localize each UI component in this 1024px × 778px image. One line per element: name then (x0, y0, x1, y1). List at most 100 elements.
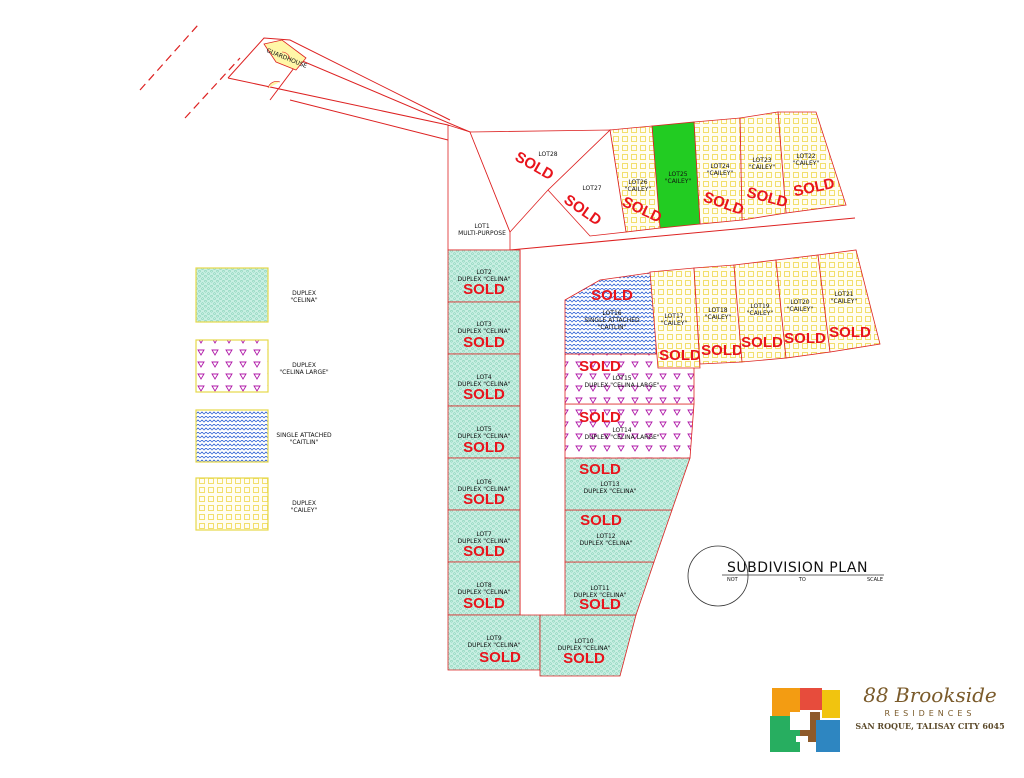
lot-label: LOT7 (476, 531, 492, 538)
legend-label: SINGLE ATTACHED (276, 432, 332, 439)
lot-label: "CAITLIN" (598, 324, 627, 331)
sold-marker: SOLD (701, 342, 743, 359)
lot-24: LOT24"CAILEY"SOLD (693, 117, 746, 225)
lot-label: DUPLEX "CELINA" (574, 592, 627, 599)
lot-label: LOT6 (476, 479, 492, 486)
legend-label: "CELINA" (290, 297, 317, 304)
lot-label: "CAILEY" (661, 320, 688, 327)
lot-parcel (469, 129, 612, 233)
lot-label: LOT4 (476, 374, 492, 381)
lot-23: LOT23"CAILEY"SOLD (739, 111, 790, 221)
lot-label: LOT14 (612, 427, 631, 434)
sold-marker: SOLD (463, 386, 505, 403)
legend-label: DUPLEX (292, 362, 316, 369)
lot-20: LOT20"CAILEY"SOLD (775, 254, 831, 359)
lot-label: "CAILEY" (747, 310, 774, 317)
lot-label: DUPLEX "CELINA" (584, 488, 637, 495)
legend-label: "CAITLIN" (290, 439, 319, 446)
lot-label: LOT12 (596, 533, 615, 540)
lot-label: DUPLEX "CELINA LARGE" (584, 382, 659, 389)
lot-label: LOT19 (750, 303, 769, 310)
legend-swatch-cailey (195, 477, 269, 531)
lot-label: LOT24 (710, 163, 729, 170)
lot-25: LOT25"CAILEY" (651, 121, 701, 229)
sold-marker: SOLD (579, 461, 621, 478)
lot-parcel (649, 267, 701, 369)
lot-label: MULTI-PURPOSE (458, 230, 506, 237)
lot-label: LOT11 (590, 585, 609, 592)
legend: DUPLEX"CELINA"DUPLEX"CELINA LARGE"SINGLE… (195, 267, 332, 531)
brand-logo (770, 688, 840, 752)
sold-marker: SOLD (463, 543, 505, 560)
lot-label: LOT2 (476, 269, 492, 276)
lot-label: LOT16 (602, 310, 621, 317)
lot-label: DUPLEX "CELINA" (580, 540, 633, 547)
sold-marker: SOLD (579, 358, 621, 375)
sold-marker: SOLD (580, 512, 622, 529)
lot-label: DUPLEX "CELINA" (458, 328, 511, 335)
lot-label: DUPLEX "CELINA" (558, 645, 611, 652)
lot-label: LOT22 (796, 153, 815, 160)
sold-marker: SOLD (829, 324, 871, 341)
sold-marker: SOLD (563, 650, 605, 667)
scale-word-not: NOT (727, 577, 738, 583)
lot-label: LOT3 (476, 321, 492, 328)
legend-label: DUPLEX (292, 290, 316, 297)
scale-word-to: TO (798, 577, 806, 583)
lot-label: LOT25 (668, 171, 687, 178)
lot-label: LOT8 (476, 582, 492, 589)
legend-swatch-caitlin (195, 409, 269, 463)
legend-label: "CELINA LARGE" (279, 369, 329, 376)
plan-title: SUBDIVISION PLAN (727, 560, 868, 576)
lot-label: "CAILEY" (625, 186, 652, 193)
lot-label: DUPLEX "CELINA" (458, 589, 511, 596)
sold-marker: SOLD (579, 409, 621, 426)
lot-label: DUPLEX "CELINA" (468, 642, 521, 649)
lot-17: LOT17"CAILEY"SOLD (649, 267, 701, 369)
sold-marker: SOLD (741, 334, 783, 351)
lot-label: LOT23 (752, 157, 771, 164)
lot-label: LOT10 (574, 638, 593, 645)
entrance-road (139, 24, 471, 141)
lot-label: "CAILEY" (705, 314, 732, 321)
lot-21: LOT21"CAILEY"SOLD (817, 249, 881, 353)
title-circle (687, 545, 749, 607)
lot-label: LOT9 (486, 635, 502, 642)
brand-subtitle: RESIDENCES (884, 709, 976, 718)
sold-marker: SOLD (463, 491, 505, 508)
legend-swatch-celina (195, 267, 269, 323)
lot-parcel (817, 249, 881, 353)
lot-label: DUPLEX "CELINA" (458, 433, 511, 440)
scale-note: NOT TO SCALE (727, 577, 883, 583)
lot-label: "CAILEY" (749, 164, 776, 171)
lot-label: LOT5 (476, 426, 492, 433)
lot-label: "CAILEY" (831, 298, 858, 305)
lot-label: DUPLEX "CELINA LARGE" (584, 434, 659, 441)
lot-label: DUPLEX "CELINA" (458, 486, 511, 493)
legend-label: "CAILEY" (291, 507, 318, 514)
sold-marker: SOLD (591, 287, 633, 304)
lot-label: LOT15 (612, 375, 631, 382)
lot-label: SINGLE ATTACHED (584, 317, 640, 324)
sold-marker: SOLD (463, 595, 505, 612)
lot-label: LOT20 (790, 299, 809, 306)
lot-19: LOT19"CAILEY" SOLD (733, 259, 787, 363)
lot-label: LOT17 (664, 313, 683, 320)
brand-location: SAN ROQUE, TALISAY CITY 6045 (855, 721, 1005, 731)
sold-marker: SOLD (463, 334, 505, 351)
sold-marker: SOLD (579, 596, 621, 613)
